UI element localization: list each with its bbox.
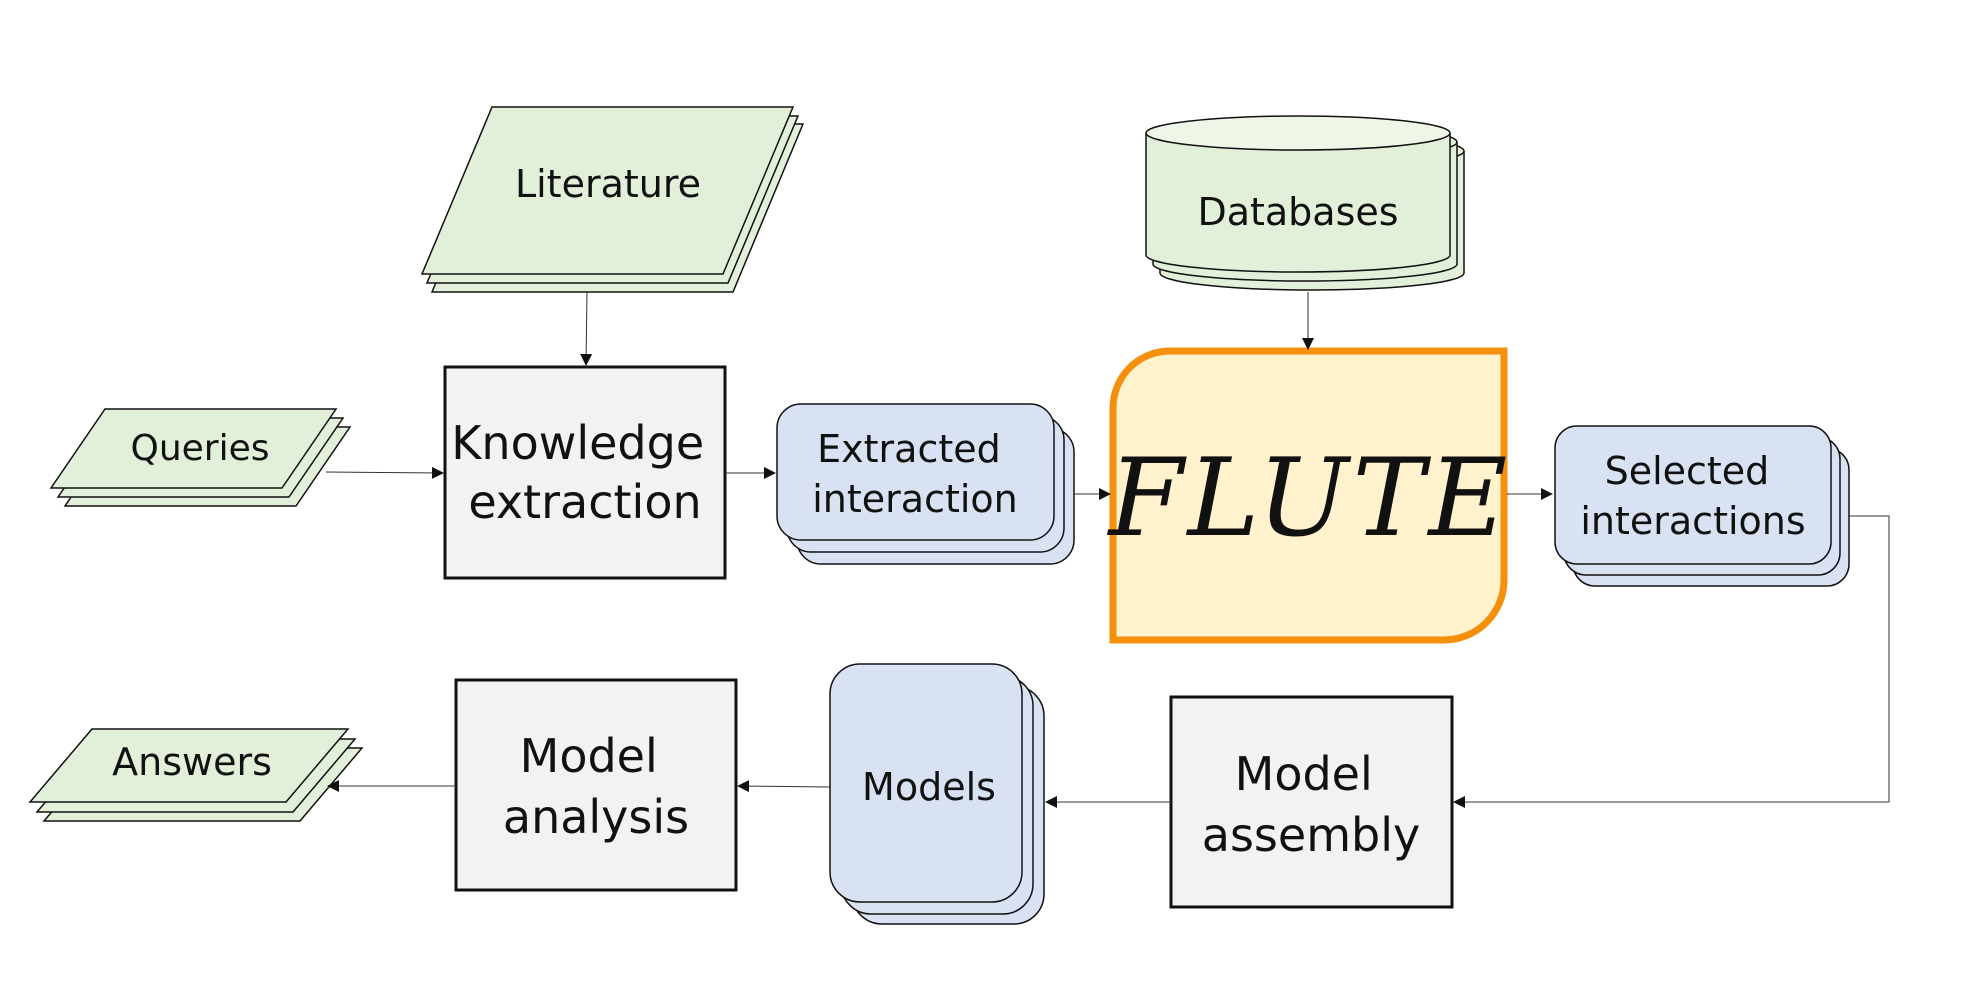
literature-node: Literature — [420, 106, 805, 293]
edge-queries-to-knowledge-extraction — [325, 466, 444, 479]
databases-node: Databases — [1145, 115, 1465, 291]
model-analysis-label: Model analysis — [503, 729, 689, 844]
knowledge-extraction-node: Knowledge extraction — [443, 365, 727, 580]
answers-node: Answers — [28, 728, 364, 822]
databases-label: Databases — [1197, 190, 1398, 234]
selected-interactions-label: Selected interactions — [1580, 449, 1805, 543]
edge-literature-to-knowledge-extraction — [580, 291, 593, 366]
selected-interactions-node: Selected interactions — [1554, 425, 1850, 587]
queries-label: Queries — [130, 428, 269, 469]
model-assembly-label: Model assembly — [1202, 747, 1420, 862]
queries-node: Queries — [49, 408, 352, 507]
edge-selected-interactions-to-model-assembly — [1453, 515, 1890, 808]
models-node: Models — [829, 663, 1045, 925]
extracted-interaction-label: Extracted interaction — [812, 427, 1018, 521]
flute-label: FLUTE — [1107, 436, 1512, 561]
edge-models-to-model-analysis — [737, 780, 831, 793]
model-assembly-node: Model assembly — [1169, 695, 1454, 909]
literature-label: Literature — [515, 162, 701, 206]
model-analysis-node: Model analysis — [454, 678, 738, 892]
answers-label: Answers — [112, 740, 272, 784]
knowledge-extraction-label: Knowledge extraction — [451, 416, 719, 529]
models-label: Models — [862, 765, 996, 809]
flute-node: FLUTE — [1107, 347, 1512, 644]
extracted-interaction-node: Extracted interaction — [776, 403, 1075, 565]
